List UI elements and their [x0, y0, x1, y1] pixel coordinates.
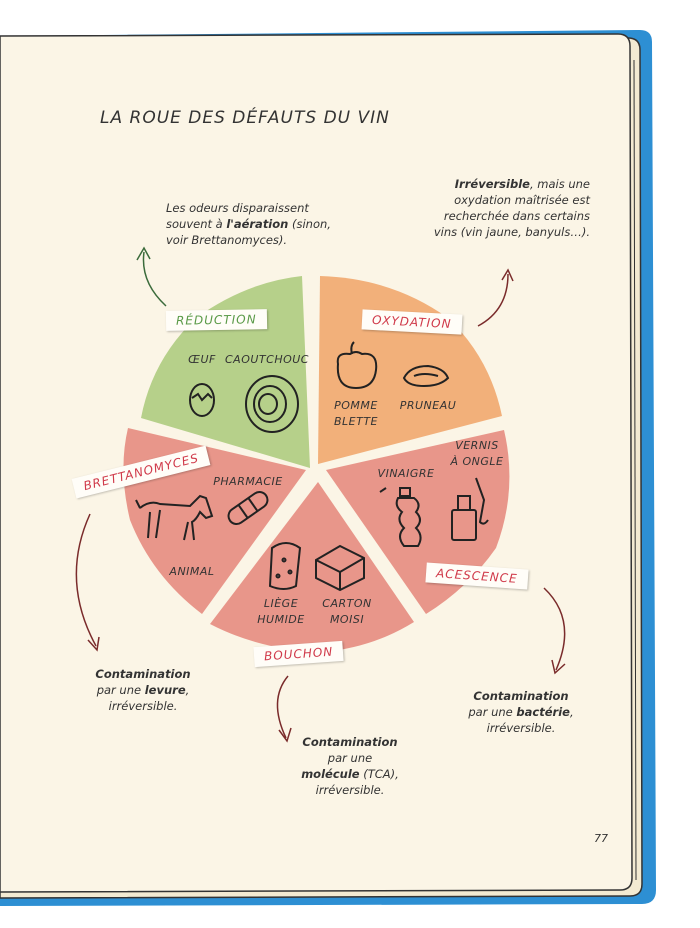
note-reduction-bold: l'aération	[226, 217, 289, 231]
label-pharmacie: PHARMACIE	[213, 475, 283, 488]
label-carton-1: CARTON	[322, 597, 372, 610]
label-animal: ANIMAL	[169, 565, 215, 578]
note-brett-post: ,	[185, 683, 190, 697]
note-acescence-bold: Contamination	[473, 689, 569, 703]
arrow-bouchon	[276, 675, 292, 743]
arrow-reduction	[136, 246, 167, 307]
cork-icon	[268, 542, 302, 590]
label-vernis: VERNIS À ONGLE	[444, 438, 510, 470]
tag-reduction: RÉDUCTION	[165, 309, 267, 331]
label-liege-2: HUMIDE	[257, 613, 305, 626]
arrow-brettanomyces	[75, 513, 100, 652]
arrow-acescence	[543, 587, 566, 675]
note-bouchon-last: irréversible.	[315, 783, 385, 797]
sector-bouchon	[210, 482, 414, 652]
note-acescence: Contamination par une bactérie, irrévers…	[456, 688, 586, 736]
note-bouchon-post: (TCA),	[359, 767, 399, 781]
note-brett-pre: par une	[96, 683, 145, 697]
note-reduction-text: Les odeurs disparaissent souvent à	[166, 201, 309, 231]
label-pomme-1: POMME	[334, 399, 378, 412]
note-acescence-post: ,	[569, 705, 574, 719]
label-carton-2: MOISI	[329, 613, 365, 626]
page-title: LA ROUE DES DÉFAUTS DU VIN	[100, 108, 390, 128]
note-brett-bold2: levure	[144, 683, 186, 697]
label-liege-1: LIÈGE	[263, 597, 299, 610]
box-icon	[315, 544, 365, 592]
tire-icon	[245, 375, 299, 433]
note-oxydation-bold: Irréversible	[454, 177, 530, 191]
label-oeuf: ŒUF	[188, 353, 216, 366]
sector-reduction	[141, 276, 310, 468]
page-number: 77	[594, 832, 608, 845]
label-caoutchouc: CAOUTCHOUC	[225, 353, 309, 366]
note-brett-last: irréversible.	[108, 699, 178, 713]
note-oxydation: Irréversible, mais une oxydation maîtris…	[420, 176, 590, 240]
label-carton: CARTON MOISI	[316, 596, 378, 628]
horse-icon	[135, 494, 214, 541]
page-paper	[0, 33, 633, 893]
label-vernis-1: VERNIS	[455, 439, 499, 452]
note-acescence-pre: par une	[468, 705, 517, 719]
label-vernis-2: À ONGLE	[450, 455, 504, 468]
label-liege: LIÈGE HUMIDE	[250, 596, 312, 628]
prune-icon	[402, 364, 450, 388]
bandage-icon	[227, 490, 269, 526]
note-bouchon: Contamination par une molécule (TCA), ir…	[290, 734, 410, 798]
note-brett-bold: Contamination	[95, 667, 191, 681]
note-reduction: Les odeurs disparaissent souvent à l'aér…	[166, 200, 346, 248]
egg-icon	[189, 383, 215, 417]
nail-polish-icon	[451, 477, 489, 541]
note-bouchon-bold: Contamination	[302, 735, 398, 749]
note-reduction-post: (sinon, voir Brettanomyces).	[166, 217, 331, 247]
note-acescence-last: irréversible.	[486, 721, 556, 735]
bottle-icon	[379, 487, 422, 547]
note-brettanomyces: Contamination par une levure, irréversib…	[78, 666, 208, 714]
apple-icon	[336, 341, 378, 390]
note-bouchon-bold2: molécule	[301, 767, 360, 781]
note-bouchon-mid: par une	[327, 751, 373, 765]
label-pomme-2: BLETTE	[333, 415, 378, 428]
note-oxydation-text: , mais une oxydation maîtrisée est reche…	[433, 177, 590, 239]
label-pomme: POMME BLETTE	[324, 398, 388, 430]
arrow-oxydation	[477, 268, 514, 327]
note-acescence-bold2: bactérie	[516, 705, 570, 719]
page-edge-line	[633, 59, 637, 881]
label-vinaigre: VINAIGRE	[377, 467, 435, 480]
label-pruneau: PRUNEAU	[399, 399, 457, 412]
